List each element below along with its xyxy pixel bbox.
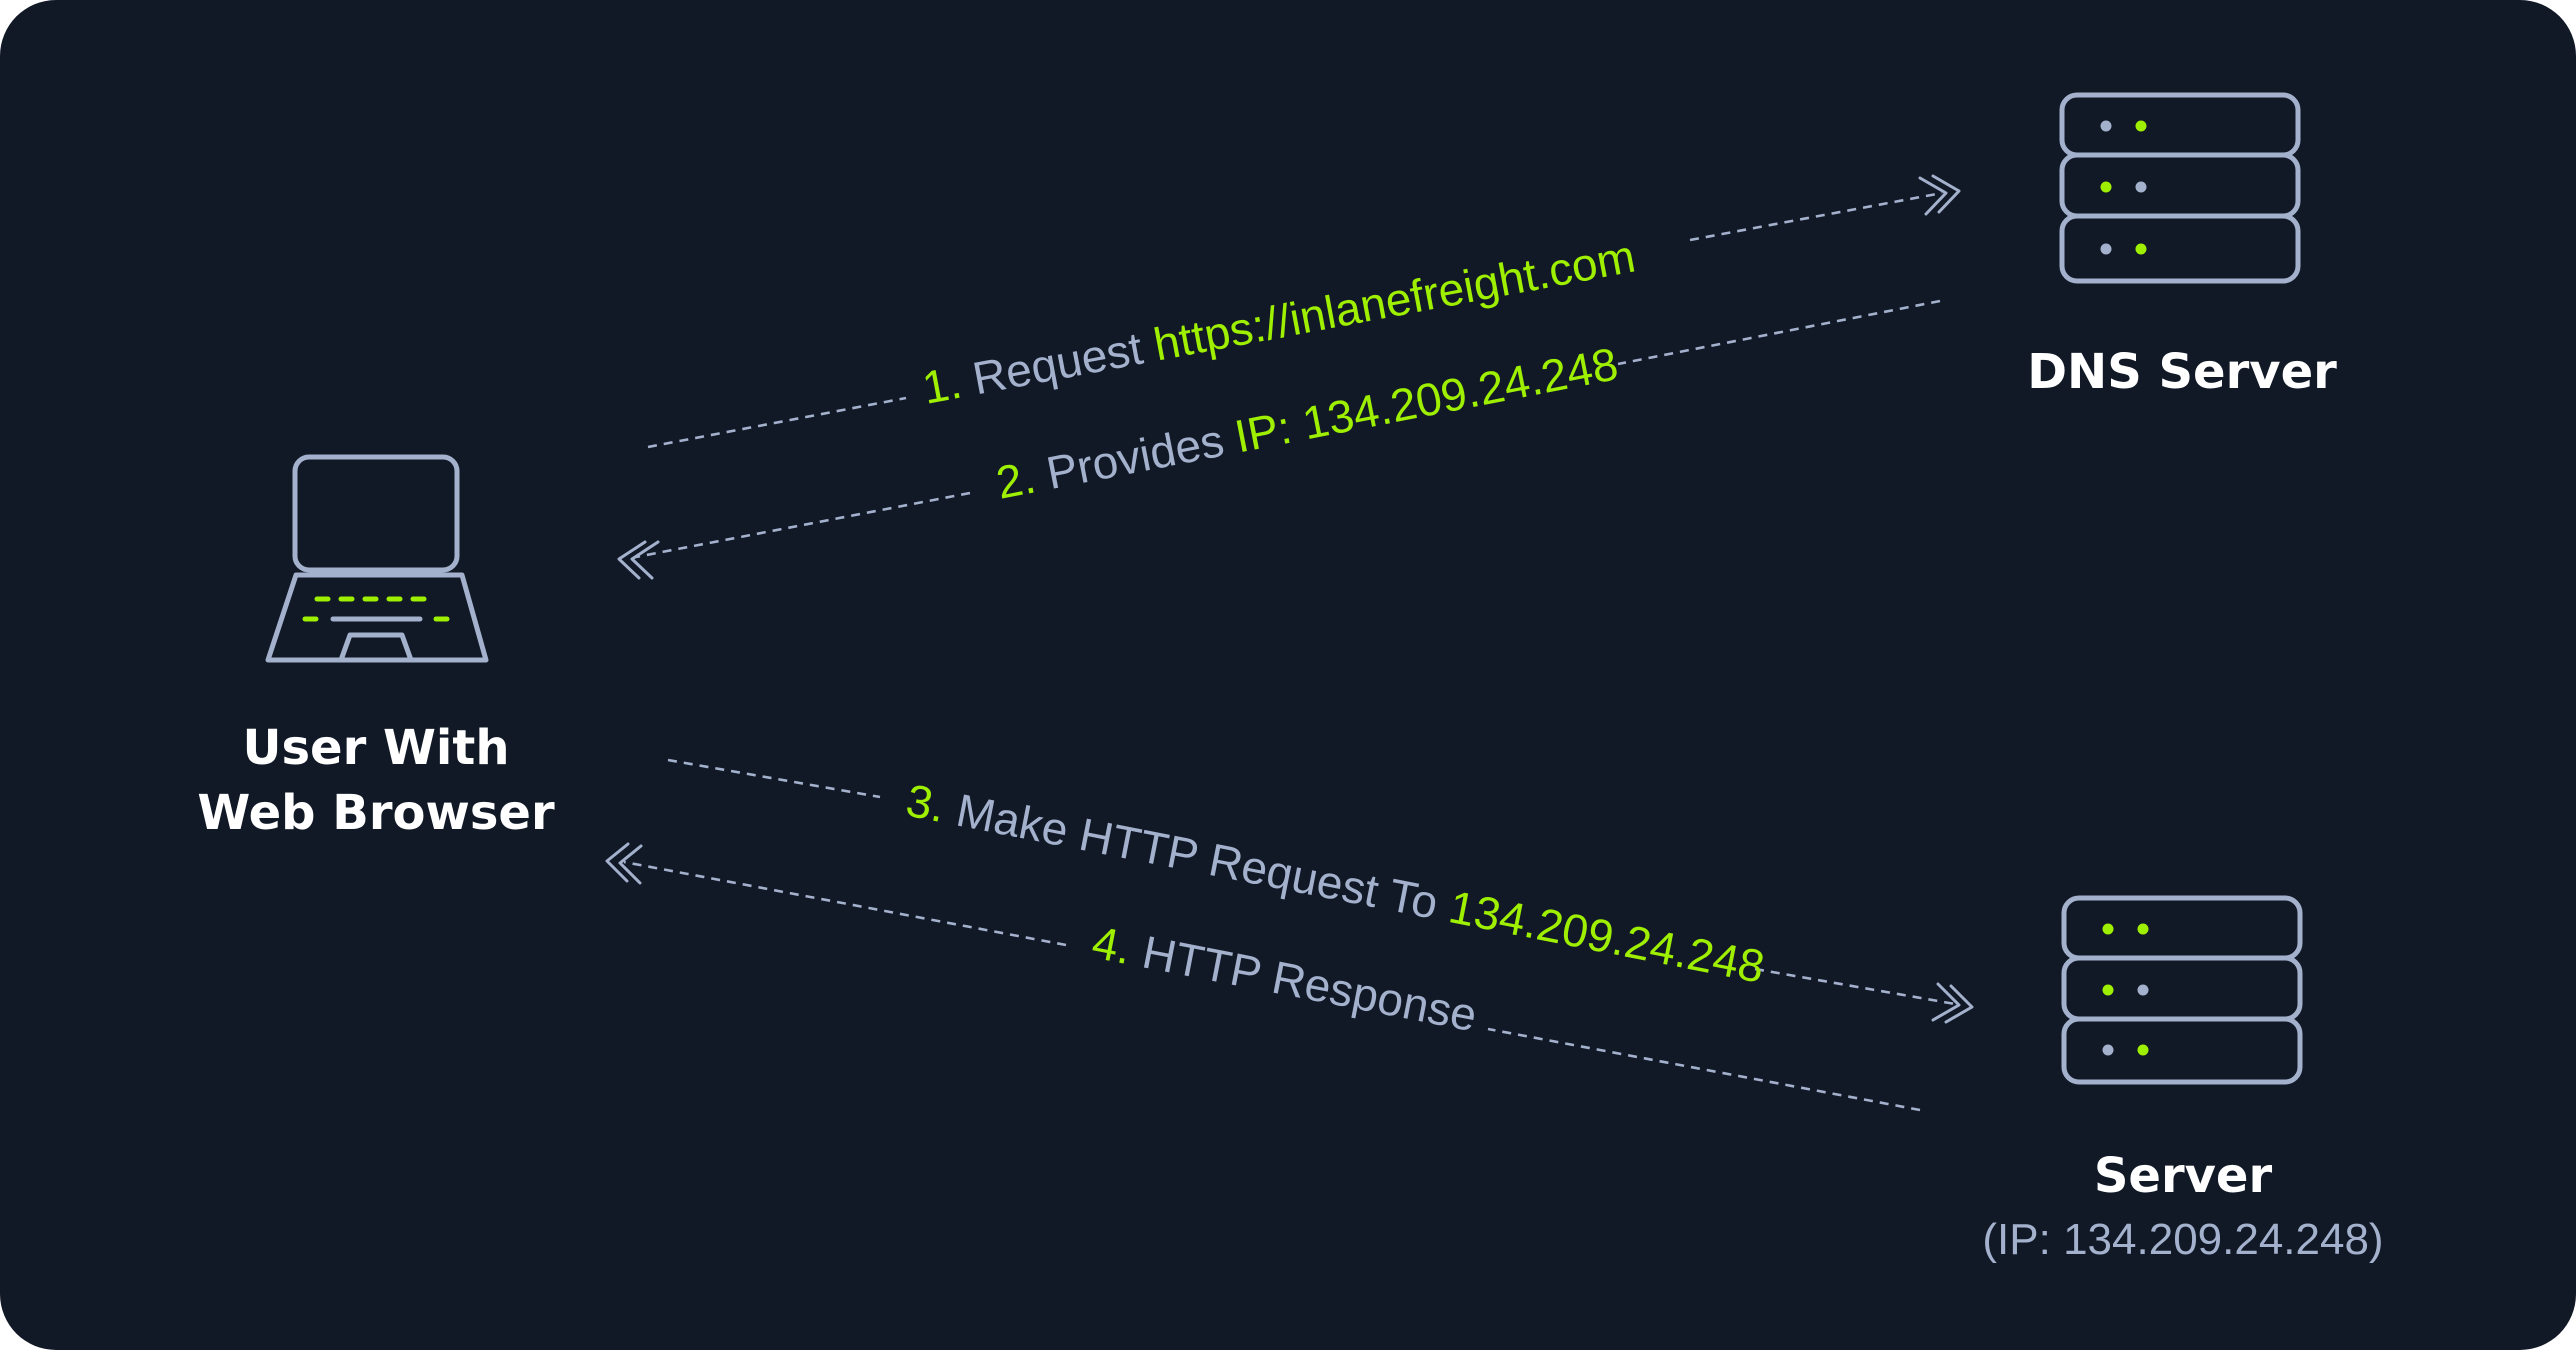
dns-server-icon xyxy=(2059,92,2301,284)
web-server-icon xyxy=(2061,895,2303,1085)
step-3-label: 3. Make HTTP Request To 134.209.24.248 xyxy=(902,774,1769,993)
step-1-arrow xyxy=(647,174,1961,449)
laptop-icon xyxy=(265,454,489,663)
web-server-ip-label: (IP: 134.209.24.248) xyxy=(1982,1215,2383,1264)
web-server-label: Server xyxy=(2094,1148,2273,1204)
client-label-line1: User With xyxy=(243,720,510,776)
step-4-arrow xyxy=(605,842,1921,1112)
dns-server-label: DNS Server xyxy=(2027,344,2337,400)
step-4-label: 4. HTTP Response xyxy=(1088,916,1481,1042)
client-label-line2: Web Browser xyxy=(197,785,555,841)
step-2-arrow xyxy=(617,299,1941,580)
step-3-arrow xyxy=(667,758,1974,1024)
